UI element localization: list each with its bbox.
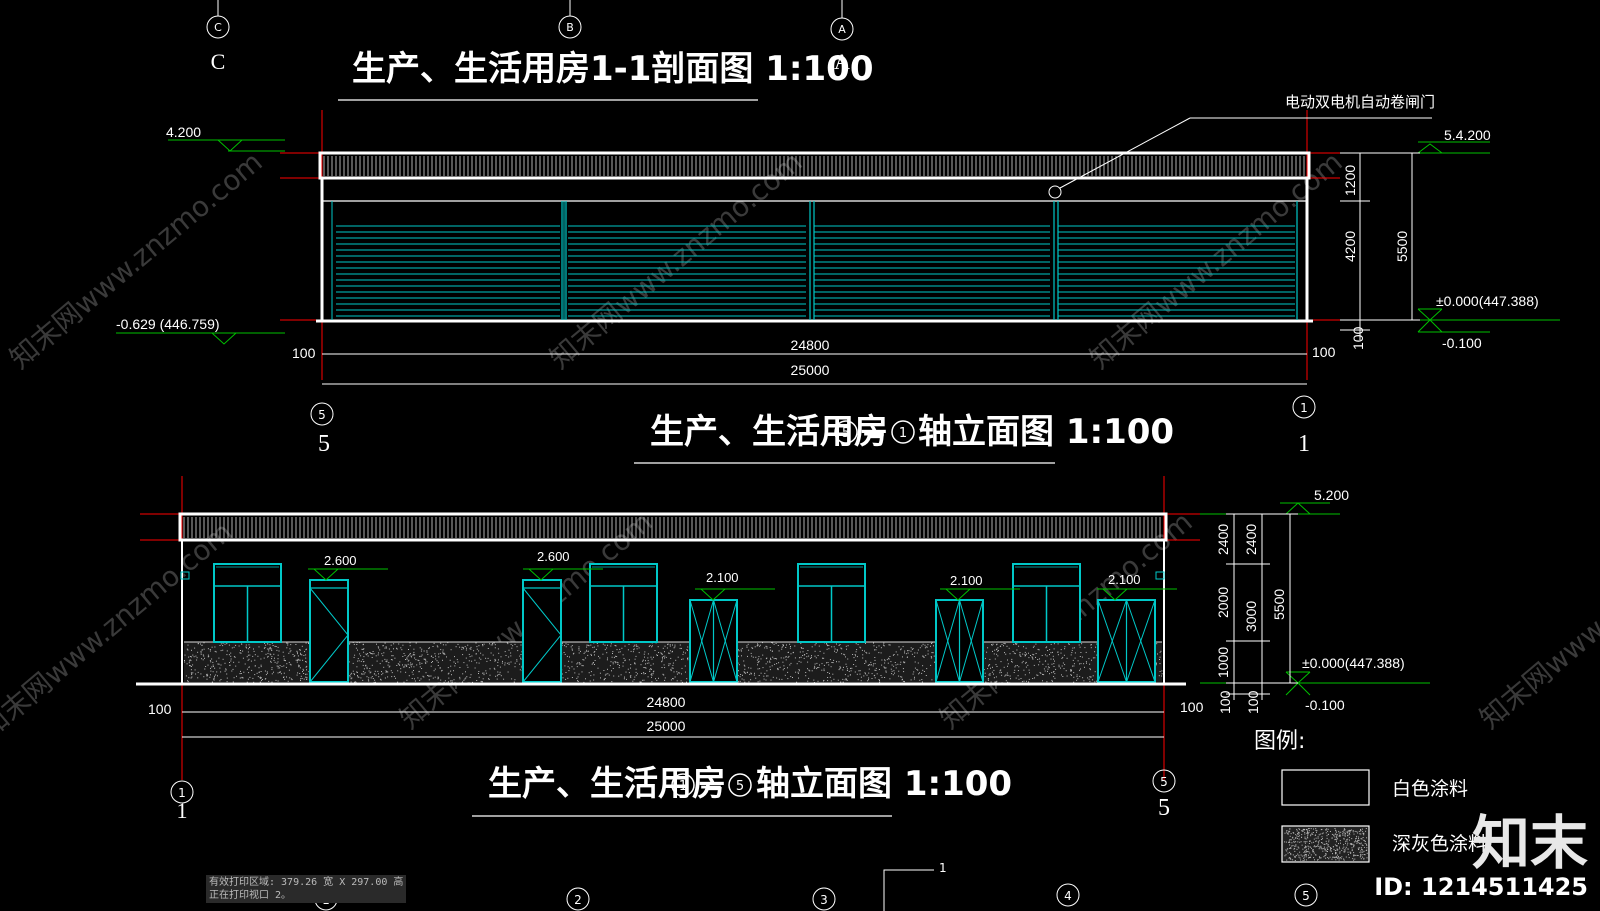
axis-label-5-top: 5 bbox=[318, 431, 330, 457]
e2-level-minus: -0.100 bbox=[1305, 697, 1345, 713]
e2-dim-side-right: 100 bbox=[1180, 699, 1204, 715]
e2-vdim-100: 100 bbox=[1217, 690, 1233, 714]
axis-label-1-bottom: 1 bbox=[177, 798, 188, 823]
legend-item-grey: 深灰色涂料 bbox=[1392, 833, 1487, 855]
e2-vdim-total: 5500 bbox=[1271, 589, 1287, 620]
axis-label-c: C bbox=[211, 49, 226, 74]
watermark-3: 知末网www.znzmo.com bbox=[1083, 145, 1348, 375]
axis-label-a: A bbox=[834, 49, 850, 74]
legend-swatch-white bbox=[1281, 769, 1370, 806]
elev2-title-prefix: 生产、生活用房 bbox=[488, 764, 726, 804]
roller-shutter-doors bbox=[331, 201, 1298, 320]
axis-bubble-c: C bbox=[214, 21, 222, 34]
windows-and-doors bbox=[213, 563, 1177, 683]
vdim-4200: 4200 bbox=[1342, 231, 1358, 262]
door-note: 电动双电机自动卷闸门 bbox=[1285, 93, 1435, 111]
watermark-7: 知末网www.znzmo.com bbox=[1473, 505, 1600, 735]
elev2-title-axis-a: 1 bbox=[679, 779, 687, 794]
watermark-4: 知末网www.znzmo.com bbox=[0, 515, 239, 745]
print-area-text: 有效打印区域: 379.26 宽 X 297.00 高 bbox=[209, 877, 404, 888]
axis-label-1-top: 1 bbox=[1298, 431, 1310, 457]
axis-bubble-1-top: 1 bbox=[1300, 401, 1308, 415]
print-viewport-text: 正在打印视口 2。 bbox=[209, 890, 292, 901]
roof-parapet bbox=[318, 151, 1311, 180]
elevation-5-1: 电动双电机自动卷闸门 4.200 -0.629 (446.759) 5.4.20… bbox=[116, 93, 1560, 464]
e2-vdim-1000: 1000 bbox=[1215, 647, 1231, 678]
section-title: 生产、生活用房1-1剖面图 1:100 bbox=[352, 49, 874, 89]
watermark-2: 知末网www.znzmo.com bbox=[543, 145, 808, 375]
legend-item-white: 白色涂料 bbox=[1392, 778, 1468, 800]
roof-hatch bbox=[323, 156, 1305, 176]
bottom-axis-4: 4 bbox=[1064, 889, 1072, 903]
bottom-axis-markers: 1 2 3 4 5 1 bbox=[314, 861, 1318, 911]
vdim-1200: 1200 bbox=[1342, 165, 1358, 196]
e2-vdim-b-100: 100 bbox=[1245, 690, 1261, 714]
e2-vdim-b-2400: 2400 bbox=[1243, 524, 1259, 555]
e2-vdim-b-3000: 3000 bbox=[1243, 601, 1259, 632]
e2-dim-total: 25000 bbox=[647, 718, 686, 734]
e2-level-zero: ±0.000(447.388) bbox=[1302, 655, 1405, 671]
bottom-axis-3: 3 bbox=[820, 893, 828, 907]
elev2-title-axis-b: 5 bbox=[736, 779, 744, 794]
vdim-100: 100 bbox=[1350, 326, 1366, 350]
dim-total: 25000 bbox=[791, 362, 830, 378]
e2-level-top: 5.200 bbox=[1314, 487, 1349, 503]
brand-id: ID: 1214511425 bbox=[1374, 873, 1588, 901]
level-bottom-left: -0.629 (446.759) bbox=[116, 316, 220, 332]
bottom-marker: 1 bbox=[939, 861, 947, 875]
axis-bubble-a: A bbox=[838, 23, 846, 36]
axis-bubble-5-top: 5 bbox=[318, 408, 326, 422]
elev1-title-prefix: 生产、生活用房 bbox=[650, 412, 888, 452]
level-top-right: 5.4.200 bbox=[1444, 127, 1491, 143]
win-level-2: 2.600 bbox=[537, 549, 570, 564]
legend-title: 图例: bbox=[1254, 729, 1305, 754]
elev2-title-suffix: 轴立面图 1:100 bbox=[756, 764, 1012, 804]
print-status-bar: 有效打印区域: 379.26 宽 X 297.00 高 正在打印视口 2。 bbox=[206, 875, 407, 903]
axis-bubble-1-bottom: 1 bbox=[178, 786, 186, 800]
vdim-total-5500: 5500 bbox=[1394, 231, 1410, 262]
e2-dim-inner: 24800 bbox=[647, 694, 686, 710]
elev2-title-dash: — bbox=[700, 774, 722, 799]
watermark-1: 知末网www.znzmo.com bbox=[3, 145, 268, 375]
elev1-title-suffix: 轴立面图 1:100 bbox=[918, 412, 1174, 452]
elev1-title-axis-a: 5 bbox=[842, 426, 850, 441]
dim-side-left: 100 bbox=[292, 345, 316, 361]
elev1-title-axis-b: 1 bbox=[899, 426, 907, 441]
win-level-5: 2.100 bbox=[1108, 572, 1141, 587]
dim-side-right: 100 bbox=[1312, 344, 1336, 360]
axis-label-5-bottom: 5 bbox=[1158, 795, 1170, 821]
legend: 图例: 白色涂料 深灰色涂料 bbox=[1254, 729, 1487, 863]
axis-bubble-b: B bbox=[566, 21, 574, 34]
top-axis-markers: C C B A A bbox=[206, 0, 854, 74]
elevation-1-5: 2.600 2.600 2.100 2.100 2.100 5.200 ±0.0… bbox=[136, 476, 1430, 823]
brand-watermark: 知末 ID: 1214511425 bbox=[1374, 813, 1588, 901]
e2-vdim-2000: 2000 bbox=[1215, 587, 1231, 618]
win-level-3: 2.100 bbox=[706, 570, 739, 585]
bottom-axis-2: 2 bbox=[574, 893, 582, 907]
roof-hatch-2 bbox=[183, 517, 1161, 538]
level-zero-right: ±0.000(447.388) bbox=[1436, 293, 1539, 309]
elev1-title-dash: — bbox=[863, 421, 885, 446]
e2-dim-side-left: 100 bbox=[148, 701, 172, 717]
bottom-axis-5: 5 bbox=[1302, 889, 1310, 903]
dim-inner: 24800 bbox=[791, 337, 830, 353]
e2-vdim-2400: 2400 bbox=[1215, 524, 1231, 555]
axis-bubble-5-bottom: 5 bbox=[1160, 775, 1168, 789]
level-minus-right: -0.100 bbox=[1442, 335, 1482, 351]
brand-logo: 知末 bbox=[1471, 809, 1588, 877]
level-top-left: 4.200 bbox=[166, 124, 201, 140]
win-level-1: 2.600 bbox=[324, 553, 357, 568]
win-level-4: 2.100 bbox=[950, 573, 983, 588]
